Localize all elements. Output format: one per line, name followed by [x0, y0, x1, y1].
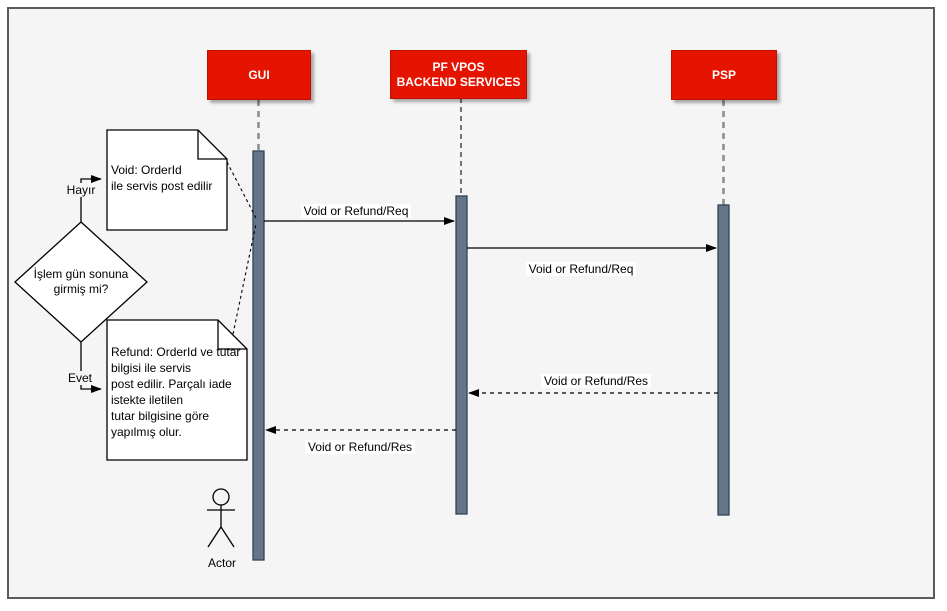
psp-activation-bar	[717, 204, 730, 516]
note-refund-text: Refund: OrderId ve tutar bilgisi ile ser…	[111, 345, 241, 439]
note-void-shape	[106, 129, 228, 231]
message-label-req-1: Void or Refund/Req	[276, 204, 436, 218]
decision-no-arrow	[80, 175, 102, 222]
note-refund-shape	[106, 319, 248, 461]
actor-left-leg	[207, 526, 222, 548]
actor-figure	[207, 488, 235, 548]
decision-question: İşlem gün sonuna girmiş mi?	[33, 267, 129, 296]
diagram-frame	[7, 7, 935, 599]
gui-activation-bar	[252, 150, 265, 561]
actor-right-leg	[220, 526, 235, 548]
decision-yes-label: Evet	[66, 371, 93, 385]
participant-backend-services-label: PF VPOS BACKEND SERVICES	[396, 59, 521, 89]
decision-no-label: Hayır	[65, 183, 97, 197]
actor-head	[212, 488, 230, 506]
message-label-res-1: Void or Refund/Res	[516, 374, 676, 388]
note-void-connector	[226, 161, 257, 219]
decision-yes-arrow	[80, 342, 102, 393]
participant-backend-services: PF VPOS BACKEND SERVICES	[390, 50, 527, 99]
note-refund-fold	[217, 320, 247, 350]
message-label-res-2: Void or Refund/Res	[280, 440, 440, 454]
actor-label: Actor	[207, 556, 236, 570]
note-refund-connector	[232, 223, 257, 335]
note-void-text: Void: OrderId ile servis post edilir	[111, 163, 213, 193]
message-label-req-2: Void or Refund/Req	[501, 262, 661, 276]
participant-psp-label: PSP	[711, 67, 736, 82]
backend-activation-bar	[455, 195, 468, 515]
participant-gui-label: GUI	[248, 67, 270, 82]
participant-gui: GUI	[207, 50, 311, 100]
participant-psp: PSP	[671, 50, 777, 100]
note-void-fold	[197, 130, 227, 160]
